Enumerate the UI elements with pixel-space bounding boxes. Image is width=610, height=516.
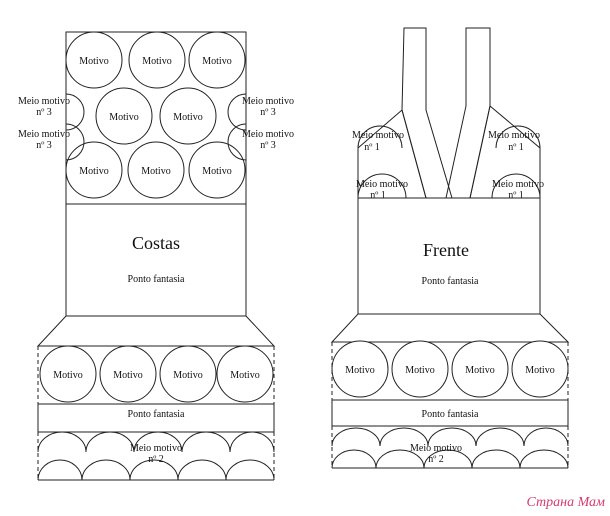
- front-flare-outline: [330, 313, 570, 343]
- half-motif-left-1: [65, 93, 85, 131]
- motif-label: Motivo: [173, 370, 202, 381]
- front-half-motif-right-upper: [495, 125, 541, 149]
- back-piece: Motivo Motivo Motivo Motivo Motivo Motiv…: [18, 31, 294, 481]
- border-half-motif-label: Meio motivo: [410, 443, 462, 454]
- half-motif-label: Meio motivo: [242, 96, 294, 107]
- back-body-stitch-label: Ponto fantasia: [128, 274, 185, 285]
- half-motif-label: Meio motivo: [18, 96, 70, 107]
- half-motif-number: nº 3: [260, 140, 276, 151]
- front-right-strap: [445, 27, 491, 199]
- half-motif-right-2: [227, 123, 247, 161]
- motif-circle: [391, 340, 449, 398]
- back-border-scallops-bottom: [37, 459, 275, 481]
- border-half-motif-number: nº 2: [428, 454, 444, 465]
- back-body-outline: [65, 203, 247, 317]
- front-title: Frente: [423, 240, 469, 260]
- front-left-strap: [401, 27, 453, 199]
- site-watermark: Страна Мам: [527, 495, 606, 510]
- motif-label: Motivo: [142, 56, 171, 67]
- motif-label: Motivo: [141, 166, 170, 177]
- motif-circle: [159, 345, 217, 403]
- motif-label: Motivo: [405, 365, 434, 376]
- front-half-motif-left-lower: [357, 173, 407, 199]
- motif-circle: [65, 31, 123, 89]
- front-piece: Meio motivo nº 1 Meio motivo nº 1 Meio m…: [330, 27, 570, 469]
- motif-circle: [216, 345, 274, 403]
- motif-circle: [188, 141, 246, 199]
- border-half-motif-label: Meio motivo: [130, 443, 182, 454]
- back-border-scallops-top: [37, 431, 275, 453]
- back-flare-outline: [36, 315, 276, 347]
- motif-label: Motivo: [345, 365, 374, 376]
- half-motif-number: nº 3: [36, 107, 52, 118]
- motif-circle: [39, 345, 97, 403]
- motif-circle: [65, 141, 123, 199]
- motif-circle: [127, 141, 185, 199]
- motif-circle: [99, 345, 157, 403]
- back-upper-motifs: [65, 31, 247, 199]
- motif-label: Motivo: [79, 56, 108, 67]
- motif-circle: [159, 87, 217, 145]
- motif-circle: [451, 340, 509, 398]
- motif-label: Motivo: [525, 365, 554, 376]
- motif-label: Motivo: [202, 166, 231, 177]
- front-half-motif-right-lower: [491, 173, 541, 199]
- motif-label: Motivo: [230, 370, 259, 381]
- front-body-stitch-label: Ponto fantasia: [422, 276, 479, 287]
- half-motif-label: Meio motivo: [488, 130, 540, 141]
- back-title: Costas: [132, 233, 180, 253]
- half-motif-number: nº 3: [260, 107, 276, 118]
- front-half-motif-left-upper: [357, 125, 403, 149]
- border-half-motif-number: nº 2: [148, 454, 164, 465]
- half-motif-right-1: [227, 93, 247, 131]
- half-motif-number: nº 1: [370, 190, 386, 201]
- front-border-scallops-bottom: [331, 449, 569, 469]
- motif-circle: [95, 87, 153, 145]
- motif-label: Motivo: [53, 370, 82, 381]
- half-motif-number: nº 3: [36, 140, 52, 151]
- half-motif-label: Meio motivo: [492, 179, 544, 190]
- half-motif-number: nº 1: [364, 142, 380, 153]
- motif-circle: [511, 340, 569, 398]
- back-band-label: Ponto fantasia: [128, 409, 185, 420]
- motif-label: Motivo: [79, 166, 108, 177]
- motif-label: Motivo: [202, 56, 231, 67]
- half-motif-number: nº 1: [508, 142, 524, 153]
- motif-label: Motivo: [109, 112, 138, 123]
- motif-label: Motivo: [173, 112, 202, 123]
- half-motif-label: Meio motivo: [356, 179, 408, 190]
- motif-circle: [188, 31, 246, 89]
- half-motif-label: Meio motivo: [18, 129, 70, 140]
- front-band-label: Ponto fantasia: [422, 409, 479, 420]
- motif-label: Motivo: [113, 370, 142, 381]
- motif-circle: [331, 340, 389, 398]
- motif-label: Motivo: [465, 365, 494, 376]
- half-motif-left-2: [65, 123, 85, 161]
- half-motif-label: Meio motivo: [352, 130, 404, 141]
- half-motif-label: Meio motivo: [242, 129, 294, 140]
- half-motif-number: nº 1: [508, 190, 524, 201]
- motif-circle: [128, 31, 186, 89]
- front-border-scallops-top: [331, 427, 569, 447]
